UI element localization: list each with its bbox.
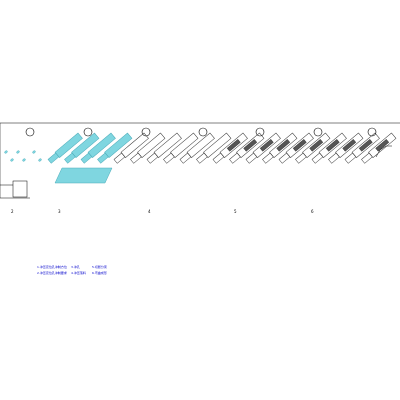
pilot-hole [25,127,35,137]
formed-feature [342,139,357,152]
note-4: 4.冲压落料 [71,271,86,275]
part [130,132,166,164]
note-5: 5.切断分离 [92,265,107,269]
station-label: 3 [58,209,61,214]
part [179,132,215,164]
pierced-holes [4,150,42,162]
part-tab [97,152,109,164]
formed-feature [226,139,241,152]
part-tab [278,152,291,164]
note-1: 1.冲压定位孔冲制方位 [37,265,67,269]
part [278,132,314,164]
station-number-labels: 2 3 4 5 6 [11,209,314,214]
part-body [153,132,182,158]
formed-feature [276,139,291,152]
part-tab [47,152,60,164]
part [113,132,149,164]
formed-feature [243,139,258,152]
formed-feature [259,139,274,152]
part-tab [163,152,175,164]
note-3: 3.冲孔 [71,265,80,269]
part-tab [361,152,373,164]
pierced-hole [22,158,26,162]
highlighted-part [64,132,100,164]
highlighted-part [97,132,133,164]
station-label: 5 [234,209,237,214]
part-body [137,132,166,158]
part [245,132,281,164]
part-tab [130,152,142,164]
part [295,132,331,164]
part [344,132,380,164]
pierced-hole [10,158,14,162]
formed-feature [375,139,390,152]
formed-feature [325,139,340,152]
pierced-hole [16,150,20,154]
pierced-hole [4,150,8,154]
part-tab [262,152,274,164]
formed-feature [358,139,373,152]
part-tab [80,152,93,164]
pilot-hole [313,127,323,137]
part [146,132,182,164]
part [212,132,248,164]
part-tab [311,152,324,164]
part-tab [212,152,225,164]
part [163,132,199,164]
pierced-hole [38,158,42,162]
formed-feature [292,139,307,152]
part [196,132,232,164]
pilot-holes [25,127,377,137]
part [229,132,265,164]
highlighted-carrier [54,167,113,184]
note-6: 6.弯曲成形 [92,271,107,275]
part-tab [229,152,241,164]
pilot-hole [367,127,377,137]
part-tab [245,152,258,164]
pilot-hole [198,127,208,137]
station-label: 2 [11,209,14,214]
part-body [203,132,232,158]
pilot-hole [255,127,265,137]
part-tab [179,152,192,164]
part-tab [328,152,340,164]
note-2: 2.冲压定位孔冲制要求 [37,271,67,275]
part [328,132,364,164]
highlighted-part [80,132,116,164]
highlighted-part [47,132,83,164]
strip-parts [47,132,397,184]
part [361,132,397,164]
station-label: 4 [148,209,151,214]
part [262,132,298,164]
part-tab [113,152,126,164]
part-tab [344,152,357,164]
station-label: 6 [311,209,314,214]
part-tab [295,152,307,164]
pilot-hole [83,127,93,137]
formed-feature [309,139,324,152]
pilot-hole [141,127,151,137]
part-tab [196,152,208,164]
part-tab [146,152,159,164]
part-body [170,132,199,158]
part-tab [64,152,76,164]
part [311,132,347,164]
pierced-hole [32,150,36,154]
part-body [186,132,215,158]
